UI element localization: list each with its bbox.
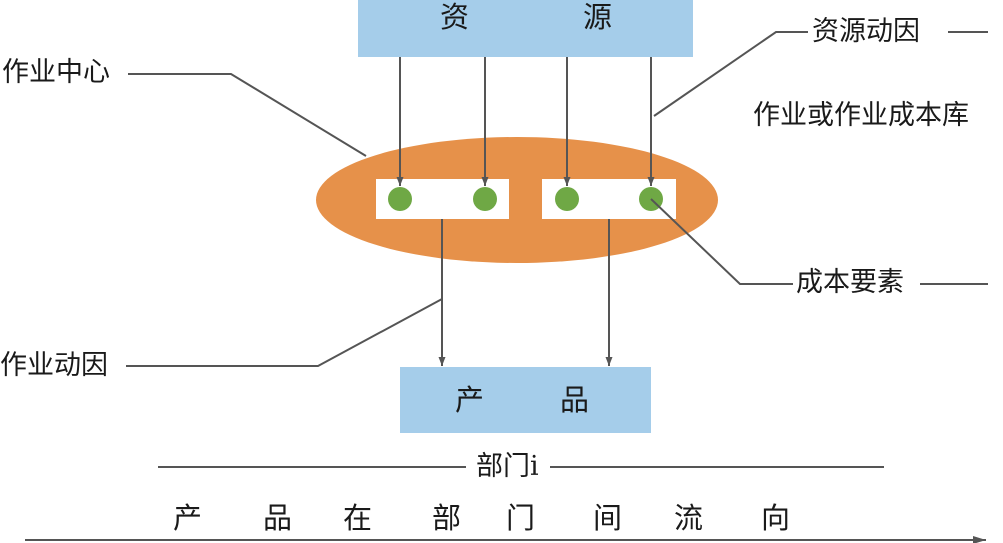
- cost-element-label: 成本要素: [796, 267, 904, 298]
- activity-driver-label: 作业动因: [0, 350, 108, 381]
- callout-lines: [25, 31, 988, 543]
- cost-element-leader: [650, 198, 793, 285]
- flow-caption-char: 向: [761, 501, 791, 535]
- flow-caption-char: 产: [173, 501, 203, 535]
- product-char-1: 产: [455, 383, 485, 417]
- resources-char-2: 源: [583, 0, 613, 34]
- resource-driver-leader: [653, 31, 808, 117]
- cost-element-dot: [555, 187, 579, 211]
- activity-cost-pool-label: 作业或作业成本库: [753, 100, 969, 131]
- activity-center-leader: [128, 73, 367, 157]
- cost-element-dot: [388, 187, 412, 211]
- cost-element-dot: [473, 187, 497, 211]
- activity-center-label: 作业中心: [2, 57, 110, 88]
- activity-driver-leader: [126, 298, 443, 367]
- resource-driver-label: 资源动因: [812, 16, 920, 47]
- flow-caption-char: 品: [263, 501, 293, 535]
- flow-caption-char: 间: [593, 501, 623, 535]
- activity-driver-arrows: [438, 219, 613, 366]
- resource-driver-arrows: [396, 57, 655, 186]
- product-box: [400, 367, 651, 433]
- product-char-2: 品: [560, 383, 590, 417]
- resources-box: [358, 0, 693, 57]
- flow-caption-char: 在: [343, 501, 373, 535]
- flow-caption-char: 流: [674, 501, 704, 535]
- activity-center-ellipse: [316, 137, 718, 263]
- flow-caption-char: 门: [506, 501, 536, 535]
- flow-caption-char: 部: [432, 501, 462, 535]
- department-label: 部门i: [476, 451, 539, 482]
- resources-char-1: 资: [440, 0, 470, 34]
